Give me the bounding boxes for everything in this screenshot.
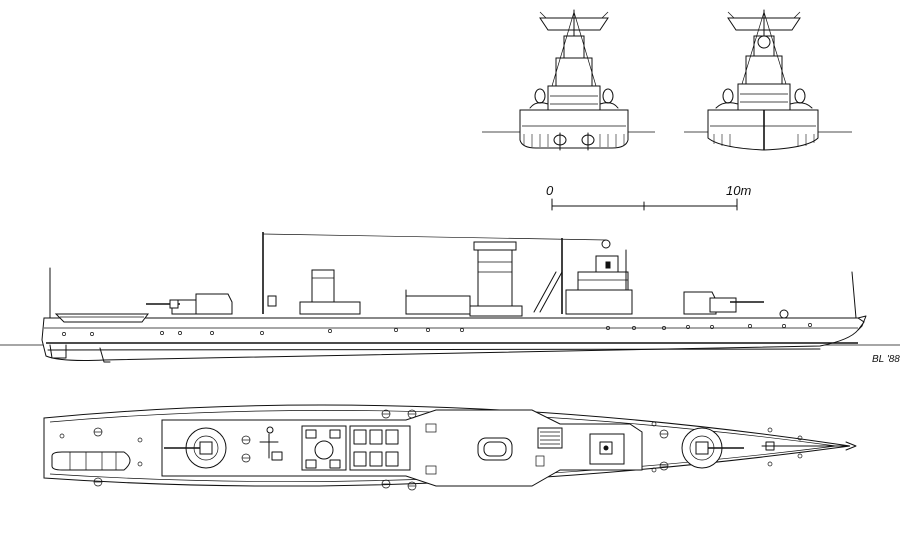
porthole-row bbox=[62, 323, 812, 336]
skylight-grid bbox=[349, 425, 411, 471]
forward-turret-plan bbox=[681, 427, 744, 469]
funnel bbox=[469, 241, 523, 317]
forward-gun-mount bbox=[683, 291, 764, 315]
forward-bridge bbox=[565, 249, 633, 315]
scale-end-label: 10m bbox=[726, 183, 751, 198]
deck-fittings bbox=[59, 409, 803, 491]
deck-plan bbox=[43, 404, 857, 491]
aft-gun-mount bbox=[146, 293, 233, 315]
stern-view bbox=[482, 9, 655, 151]
aft-turret-plan bbox=[164, 427, 227, 469]
side-profile bbox=[0, 232, 900, 363]
bow-view bbox=[684, 9, 852, 151]
scale-start-label: 0 bbox=[546, 183, 554, 198]
artist-signature: BL '88 bbox=[872, 354, 900, 365]
scale-bar: 0 10m bbox=[546, 183, 751, 211]
